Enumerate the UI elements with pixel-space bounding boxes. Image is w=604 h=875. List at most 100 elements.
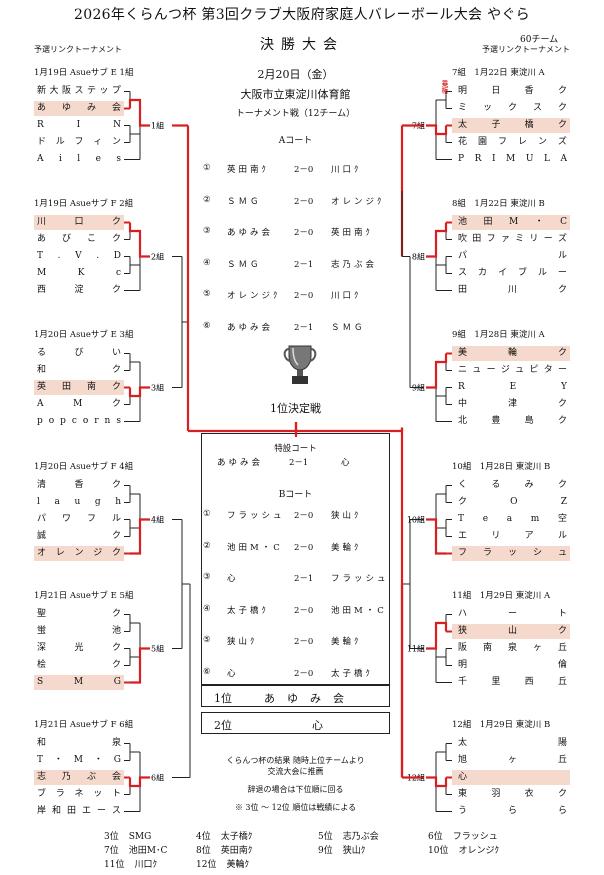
bracket-line — [426, 353, 448, 389]
team-name-char: ク — [557, 399, 567, 409]
team-name-char: 衣 — [524, 789, 534, 799]
team-name-char: 北 — [458, 416, 468, 426]
bottom-rank-label: 9位 — [318, 846, 333, 856]
team-name-char: ク — [557, 120, 567, 130]
rank-1-row: 1位 あゆみ会 — [201, 685, 390, 707]
team-name-char: 淀 — [74, 285, 84, 295]
team-name-char: 西 — [524, 677, 534, 687]
court-a-match-team-a: 英田南ｸ — [227, 165, 269, 175]
court-b-match-score: 2－1 — [294, 574, 314, 584]
team-count: 60チーム — [520, 35, 559, 45]
team-name-char: ヶ — [532, 643, 542, 653]
bottom-rank-item: 9位 狭山ｸ — [318, 843, 365, 856]
left-team-row: 聖ク — [34, 607, 124, 622]
right-team-row: フラッシュ — [452, 546, 570, 561]
court-a-match-score: 2－1 — [294, 259, 314, 270]
team-name-char: ア — [524, 531, 534, 541]
team-name-char: 丘 — [557, 677, 567, 687]
team-name-char: ル — [111, 514, 121, 524]
team-name-char: i — [58, 154, 62, 164]
team-name-char: a — [54, 497, 60, 507]
court-a-match-team-b: 川口ｸ — [331, 165, 362, 175]
team-name-char: n — [104, 416, 111, 426]
team-name-char: ピ — [529, 365, 539, 375]
team-name-char: ラ — [482, 548, 492, 558]
team-name-char: 羽 — [491, 789, 501, 799]
left-team-row: 清香ク — [34, 478, 124, 493]
group-label: 1組 — [151, 121, 164, 131]
team-name-char: 泉 — [507, 643, 517, 653]
team-name-char: 日 — [491, 86, 501, 96]
bottom-rank-team: 美輪ｸ — [226, 860, 249, 870]
team-name-char: I — [76, 120, 81, 130]
team-name-char: ぶ — [86, 772, 96, 782]
court-b-match-team-b: 池田M・C — [331, 605, 387, 616]
bottom-rank-team: フラッシュ — [452, 832, 498, 842]
team-name-char: ネ — [74, 789, 84, 799]
team-name-char: ・ — [53, 755, 63, 765]
team-name-char: ル — [537, 268, 547, 278]
team-name-char: 大 — [49, 86, 59, 96]
team-name-char: プ — [111, 86, 121, 96]
team-name-char: ブ — [37, 789, 47, 799]
court-b-match-no: ② — [203, 540, 211, 551]
team-name-char: 深 — [37, 643, 47, 653]
team-name-char: 池 — [458, 217, 468, 227]
team-name-char: ヶ — [507, 755, 517, 765]
left-team-row: 川口ク — [34, 215, 124, 230]
team-name-char: ク — [111, 285, 121, 295]
team-name-char: D — [113, 251, 121, 261]
left-team-row: あびこク — [34, 232, 124, 247]
team-name-char: 丘 — [557, 643, 567, 653]
team-name-char: ク — [557, 480, 567, 490]
right-caption: 予選リンクトーナメント — [482, 45, 570, 54]
team-name-char: 旭 — [458, 755, 468, 765]
team-name-char: ミ — [458, 103, 468, 113]
team-name-char: 阪 — [61, 86, 71, 96]
bottom-rank-item: 6位 フラッシュ — [428, 829, 498, 842]
team-name-char: a — [506, 514, 513, 524]
court-b-match-team-a: フラッシュ — [227, 511, 285, 521]
team-name-char: こ — [86, 234, 96, 244]
rank-2-label: 2位 — [214, 719, 232, 732]
team-name-char: 倫 — [557, 660, 567, 670]
team-name-char: エ — [458, 531, 468, 541]
court-a-match-no: ② — [203, 194, 211, 205]
left-team-row: 志乃ぶ会 — [34, 770, 124, 785]
team-name-char: e — [482, 514, 489, 524]
team-name-char: ン — [111, 137, 121, 147]
team-name-char: G — [113, 677, 121, 687]
team-name-char: 田 — [66, 806, 76, 816]
team-name-char: s — [116, 154, 121, 164]
team-name-char: ズ — [557, 234, 567, 244]
team-name-char: ゆ — [61, 103, 71, 113]
team-name-char: ジ — [93, 548, 103, 558]
team-name-char: フ — [458, 548, 468, 558]
team-name-char: フ — [497, 137, 507, 147]
court-a-match-team-a: ＳＭＧ — [227, 196, 262, 207]
page-subtitle: 決勝大会 — [260, 37, 344, 53]
team-name-char: ー — [96, 806, 106, 816]
team-name-char: A — [37, 399, 44, 409]
bottom-rank-label: 6位 — [428, 832, 443, 842]
note-1: くらんつ杯の結果 随時上位チームより — [226, 756, 365, 765]
bottom-rank-item: 3位 SMG — [104, 829, 151, 842]
bottom-rank-team: 池田M･C — [128, 846, 168, 856]
right-team-row: 千里西丘 — [452, 675, 570, 690]
team-name-char: ン — [537, 137, 547, 147]
team-name-char: R — [474, 154, 482, 164]
bracket-line — [130, 647, 150, 684]
court-a-match-team-b: オレンジｸ — [331, 196, 385, 207]
left-team-row: T・M・G — [34, 753, 124, 768]
bottom-rank-item: 12位 美輪ｸ — [196, 857, 249, 870]
team-name-char: . — [57, 251, 61, 261]
team-name-char: ュ — [472, 365, 482, 375]
left-team-row: オレンジク — [34, 546, 124, 561]
